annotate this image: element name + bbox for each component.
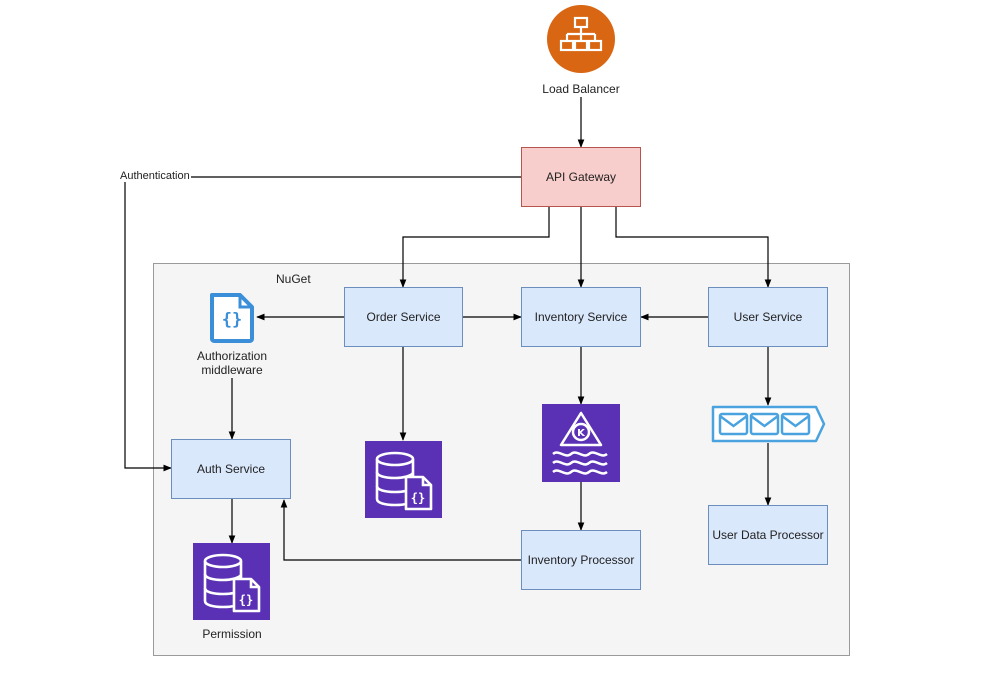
nuget-group-label: NuGet	[276, 272, 311, 286]
message-queue-icon	[711, 405, 826, 443]
permission-database-icon: {}	[193, 543, 270, 620]
permission-label: Permission	[202, 627, 262, 641]
kafka-stream-icon: K	[542, 404, 620, 482]
edge-gateway-to-order	[399, 207, 550, 288]
user-service-node[interactable]: User Service	[708, 287, 828, 347]
auth-service-node[interactable]: Auth Service	[171, 439, 291, 499]
load-balancer-icon	[547, 5, 615, 73]
svg-text:{}: {}	[239, 593, 253, 607]
svg-text:K: K	[577, 428, 586, 439]
inventory-service-node[interactable]: Inventory Service	[521, 287, 641, 347]
edge-gateway-authentication	[124, 176, 521, 472]
authentication-edge-label: Authentication	[119, 170, 191, 182]
api-gateway-node[interactable]: API Gateway	[521, 147, 641, 207]
authorization-middleware-label: Authorization middleware	[196, 349, 268, 377]
inventory-processor-node[interactable]: Inventory Processor	[521, 530, 641, 590]
order-service-node[interactable]: Order Service	[344, 287, 463, 347]
user-data-processor-node[interactable]: User Data Processor	[708, 505, 828, 565]
edge-gateway-to-user	[615, 207, 772, 288]
json-document-icon: {}	[210, 293, 254, 343]
load-balancer-label: Load Balancer	[542, 82, 620, 96]
database-icon: {}	[365, 441, 442, 518]
svg-text:{}: {}	[222, 310, 242, 330]
edge-processor-to-auth	[280, 499, 521, 561]
svg-text:{}: {}	[411, 491, 425, 505]
